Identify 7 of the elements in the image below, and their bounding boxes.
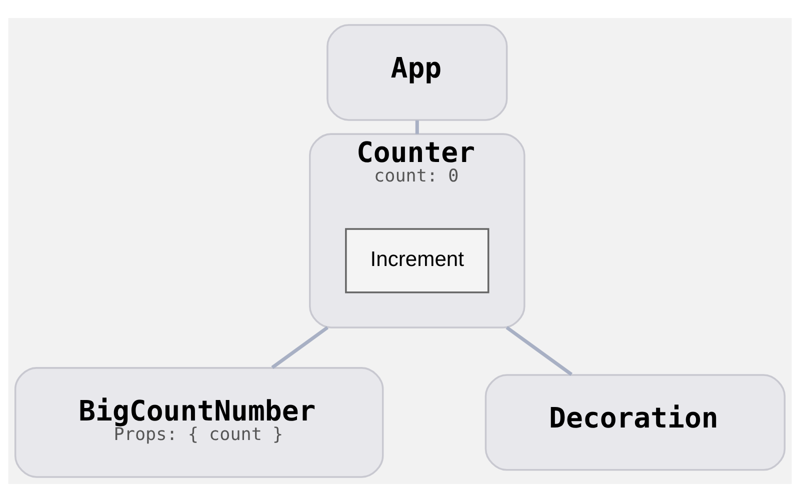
node-box: App	[326, 24, 508, 120]
connector	[415, 120, 419, 134]
connector	[271, 326, 329, 369]
node-box: Decoration	[484, 374, 786, 470]
node-box: BigCountNumber Props: { count }	[14, 366, 384, 478]
connector	[506, 326, 573, 376]
node-box: Increment	[345, 228, 490, 293]
